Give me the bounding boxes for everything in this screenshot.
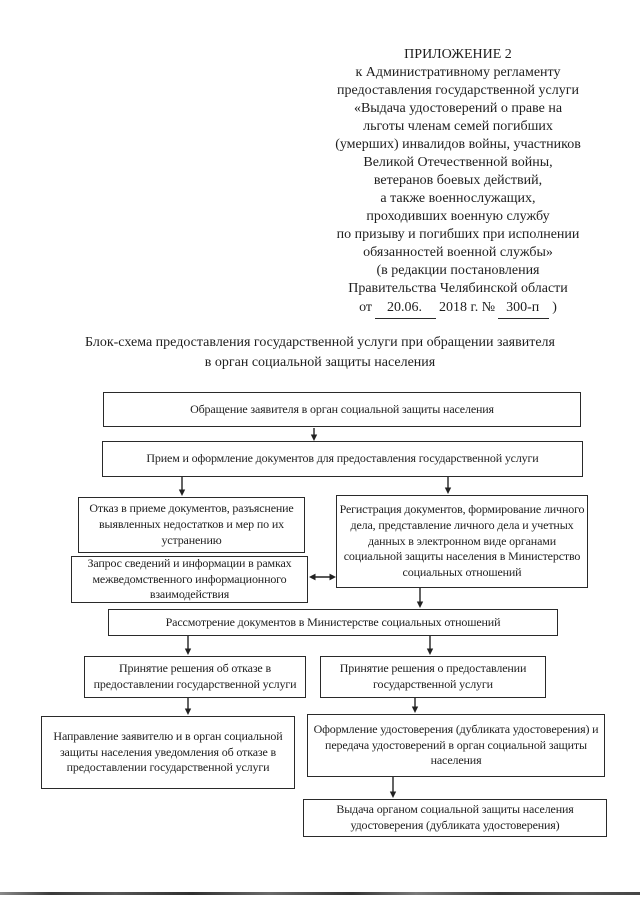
flow-box-ministry-review: Рассмотрение документов в Министерстве с…	[108, 609, 558, 636]
arrow-down-to-ministry-review	[416, 588, 424, 608]
flow-box-interagency-request: Запрос сведений и информации в рамках ме…	[71, 556, 308, 603]
arrow-down-to-issuance	[389, 777, 397, 798]
arrow-down-to-certificate-prep	[411, 698, 419, 713]
date-blank: 20.06.	[375, 299, 437, 319]
date-middle: 2018 г. №	[439, 300, 496, 315]
flow-box-decision-refusal: Принятие решения об отказе в предоставле…	[84, 656, 306, 698]
arrow-down-to-notification	[184, 698, 192, 715]
arrow-down-to-decision-grant	[426, 636, 434, 655]
appendix-header: ПРИЛОЖЕНИЕ 2 к Административному регламе…	[335, 47, 581, 296]
scan-artifact-line	[0, 892, 640, 895]
arrow-down-to-refusal-box	[178, 477, 186, 496]
flow-box-certificate-issuance: Выдача органом социальной защиты населен…	[303, 799, 607, 837]
flow-box-refusal-notification: Направление заявителю и в орган социальн…	[41, 716, 295, 789]
arrow-bidirectional-interagency	[309, 573, 336, 581]
date-suffix: )	[552, 300, 557, 315]
flow-box-reception-refusal: Отказ в приеме документов, разъяснение в…	[78, 497, 305, 553]
flow-box-documents-registration: Регистрация документов, формирование лич…	[336, 495, 588, 588]
arrow-down-to-decision-refusal	[184, 636, 192, 655]
flow-box-applicant-request: Обращение заявителя в орган социальной з…	[103, 392, 581, 427]
page-title: Блок-схема предоставления государственно…	[85, 335, 555, 370]
flow-box-certificate-preparation: Оформление удостоверения (дубликата удос…	[307, 714, 605, 777]
number-blank: 300-п	[498, 299, 550, 319]
date-prefix: от	[359, 300, 373, 315]
arrow-down-to-registration-box	[444, 477, 452, 494]
flow-box-documents-reception: Прием и оформление документов для предос…	[102, 441, 583, 477]
flow-box-decision-grant: Принятие решения о предоставлении госуда…	[320, 656, 546, 698]
arrow-down-to-reception	[310, 428, 318, 441]
